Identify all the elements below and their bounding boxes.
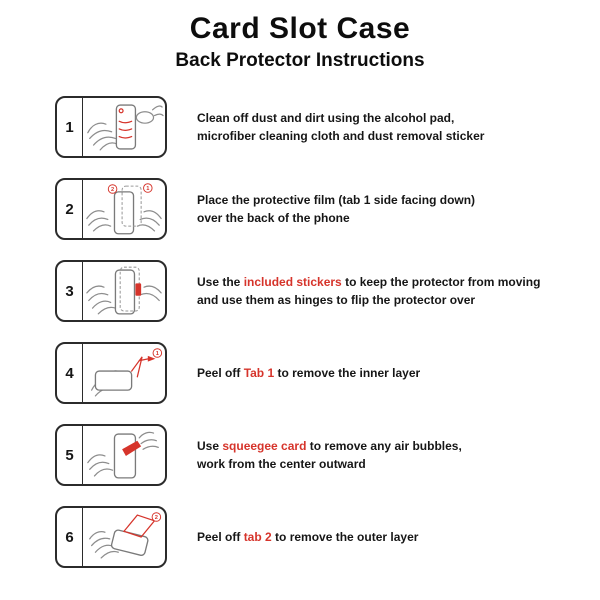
step-text-pre: Peel off xyxy=(197,530,244,544)
step-box: 1 xyxy=(55,96,167,158)
step-row: 3 xyxy=(55,260,600,322)
step-text-pre: Use xyxy=(197,439,223,453)
step-text: Use the included stickers to keep the pr… xyxy=(197,273,540,309)
peel-tab-1-icon: 1 xyxy=(83,344,165,402)
step-number: 2 xyxy=(57,180,83,238)
step-number: 4 xyxy=(57,344,83,402)
step-row: 1 xyxy=(55,96,600,158)
step-text-pre: Clean off dust and dirt using the alcoho… xyxy=(197,111,485,143)
step-text-highlight: tab 2 xyxy=(243,530,272,544)
page-subtitle: Back Protector Instructions xyxy=(175,50,425,71)
step-text-pre: Place the protective film (tab 1 side fa… xyxy=(197,193,476,225)
page-title: Card Slot Case xyxy=(189,12,411,45)
step-box: 4 1 xyxy=(55,342,167,404)
step-text-highlight: squeegee card xyxy=(222,439,307,453)
step-text: Peel off Tab 1 to remove the inner layer xyxy=(197,364,420,382)
step-text: Use squeegee card to remove any air bubb… xyxy=(197,437,462,473)
header: Card Slot Case Back Protector Instructio… xyxy=(0,0,600,72)
step-text-highlight: Tab 1 xyxy=(243,366,275,380)
step-text-post: to remove any air bubbles, work from the… xyxy=(197,439,462,471)
step-text-highlight: included stickers xyxy=(243,275,342,289)
step-text-pre: Use the xyxy=(197,275,244,289)
step-row: 6 2 xyxy=(55,506,600,568)
svg-text:2: 2 xyxy=(155,515,158,521)
step-box: 2 xyxy=(55,178,167,240)
cleaning-phone-icon xyxy=(83,98,165,156)
step-text: Peel off tab 2 to remove the outer layer xyxy=(197,528,418,546)
svg-text:2: 2 xyxy=(111,187,114,193)
svg-text:1: 1 xyxy=(146,186,150,192)
step-box: 5 xyxy=(55,424,167,486)
step-number: 5 xyxy=(57,426,83,484)
step-number: 6 xyxy=(57,508,83,566)
step-text-post: to keep the protector from moving and us… xyxy=(197,275,541,307)
step-row: 4 1 xyxy=(55,342,600,404)
place-film-icon: 2 1 xyxy=(83,180,165,238)
step-text-pre: Peel off xyxy=(197,366,244,380)
step-text: Clean off dust and dirt using the alcoho… xyxy=(197,109,484,145)
step-box: 6 2 xyxy=(55,506,167,568)
squeegee-card-icon xyxy=(83,426,165,484)
step-box: 3 xyxy=(55,260,167,322)
step-row: 2 xyxy=(55,178,600,240)
peel-tab-2-icon: 2 xyxy=(83,508,165,566)
svg-text:1: 1 xyxy=(156,351,160,357)
step-text-post: to remove the outer layer xyxy=(271,530,419,544)
apply-stickers-icon xyxy=(83,262,165,320)
step-number: 1 xyxy=(57,98,83,156)
step-text: Place the protective film (tab 1 side fa… xyxy=(197,191,475,227)
steps-list: 1 xyxy=(0,96,600,568)
step-text-post: to remove the inner layer xyxy=(274,366,421,380)
step-row: 5 xyxy=(55,424,600,486)
step-number: 3 xyxy=(57,262,83,320)
